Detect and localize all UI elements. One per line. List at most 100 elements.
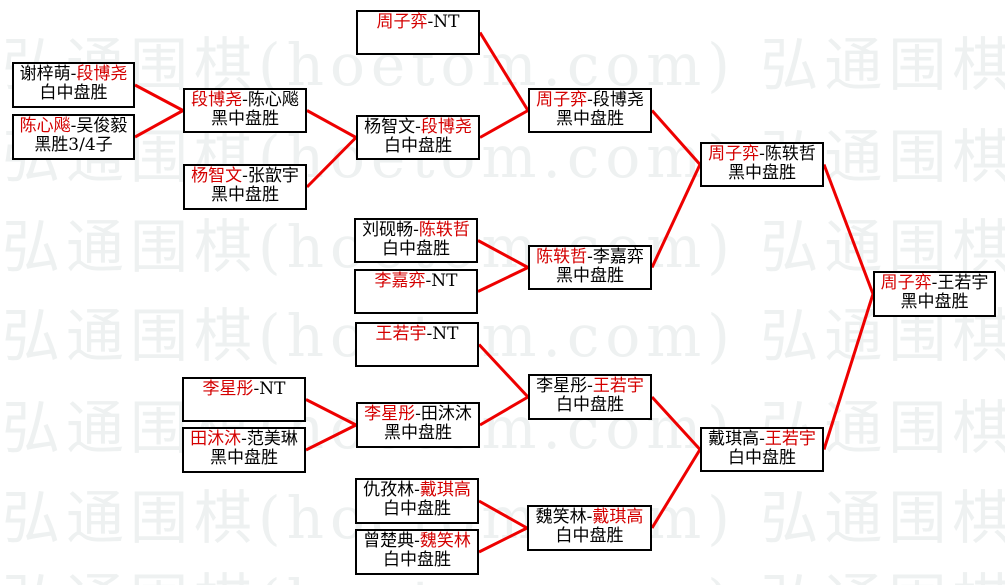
player-name: 陈心飚 [19,116,71,136]
player-separator: - [587,376,593,396]
match-box-2: 陈心飚-吴俊毅黑胜3/4子 [12,114,135,160]
match-box-13: 李星彤-NT [182,377,306,422]
player-separator: - [931,273,938,293]
player-name: 周子弈 [536,90,588,110]
match-result: 白中盘胜 [556,395,624,415]
player-name: 李星彤 [202,379,254,399]
bracket-connector-line [478,499,528,530]
player-name: 戴琪高 [592,507,644,527]
match-players: 周子弈-NT [358,13,478,32]
match-players: 王若宇-NT [357,325,477,344]
match-box-21: 周子弈-王若宇黑中盘胜 [873,271,996,317]
match-box-16: 李星彤-王若宇白中盘胜 [528,374,652,420]
bracket-connector-line [650,163,702,269]
bracket-connector-line [134,83,184,112]
player-name: 李星彤 [536,376,588,396]
bracket-connector-line [822,163,875,295]
player-name: 周子弈 [376,12,428,32]
bracket-connector-line [650,395,702,451]
match-players: 曾楚典-魏笑林 [357,532,477,551]
player-separator: - [413,220,419,240]
match-result: 黑中盘胜 [211,185,279,205]
match-box-9: 刘砚畅-陈轶哲白中盘胜 [354,218,478,263]
bracket-connector-line [134,109,184,139]
player-separator: - [426,324,433,344]
bracket-connector-line [650,448,702,529]
player-name: 田沐沐 [420,404,472,424]
match-players: 魏笑林-戴琪高 [529,508,650,527]
player-separator: - [759,429,765,449]
player-name: 魏笑林 [419,531,471,551]
player-name: 周子弈 [880,273,932,293]
player-name: 王若宇 [592,376,644,396]
bracket-connector-line [477,239,529,269]
bracket-connector-line [650,109,702,166]
player-separator: - [414,531,420,551]
player-separator: - [242,166,248,186]
match-box-5: 周子弈-NT [356,10,480,55]
player-separator: - [587,90,593,110]
player-name: 王若宇 [375,324,427,344]
player-name: NT [431,271,458,291]
match-players: 段博尧-陈心飚 [185,91,305,110]
match-players: 杨智文-张歆宇 [185,167,305,186]
player-separator: - [587,247,593,267]
bracket-connector-line [478,526,528,554]
bracket-connector-line [306,109,357,139]
match-box-8: 周子弈-陈轶哲黑中盘胜 [700,142,824,187]
player-name: 王若宇 [937,273,989,293]
player-name: 李嘉弈 [592,247,644,267]
match-box-7: 周子弈-段博尧黑中盘胜 [528,88,652,133]
player-name: 刘砚畅 [362,220,414,240]
player-name: 魏笑林 [535,507,587,527]
player-name: 戴琪高 [708,429,760,449]
match-result: 白中盘胜 [384,136,452,156]
player-separator: - [253,379,260,399]
player-separator: - [427,12,434,32]
match-players: 李星彤-王若宇 [530,377,650,396]
player-name: 杨智文 [191,166,243,186]
player-separator: - [415,404,421,424]
match-players: 周子弈-陈轶哲 [702,145,822,164]
player-name: NT [259,379,286,399]
player-separator: - [241,429,247,449]
player-separator: - [70,116,77,136]
player-name: 段博尧 [76,64,128,84]
match-box-15: 李星彤-田沐沐黑中盘胜 [356,402,480,448]
match-result: 黑胜3/4子 [34,135,113,155]
player-name: 段博尧 [191,90,243,110]
match-box-10: 李嘉弈-NT [354,269,478,314]
player-name: 田沐沐 [190,429,242,449]
match-box-14: 田沐沐-范美琳黑中盘胜 [182,427,306,473]
match-result: 白中盘胜 [555,526,624,546]
bracket-connector-line [477,266,529,293]
match-box-11: 陈轶哲-李嘉弈黑中盘胜 [528,245,652,290]
player-name: 吴俊毅 [76,116,128,136]
match-players: 李嘉弈-NT [356,272,476,291]
bracket-connector-line [822,293,875,450]
match-players: 谢梓萌-段博尧 [14,65,133,84]
player-name: 李嘉弈 [374,271,426,291]
match-result: 白中盘胜 [383,499,451,519]
match-box-17: 戴琪高-王若宇白中盘胜 [700,427,824,472]
match-players: 周子弈-王若宇 [875,274,994,293]
bracket-connector-line [305,423,357,452]
player-separator: - [759,144,765,164]
match-players: 杨智文-段博尧 [358,118,478,137]
bracket-connector-line [477,343,530,399]
match-result: 黑中盘胜 [556,109,624,129]
match-players: 陈心飚-吴俊毅 [14,117,133,136]
player-separator: - [414,480,420,500]
match-players: 仇孜林-戴琪高 [357,481,477,500]
player-name: 张歆宇 [247,166,299,186]
player-name: 周子弈 [708,144,760,164]
match-box-3: 段博尧-陈心飚黑中盘胜 [183,88,307,133]
match-result: 黑中盘胜 [900,292,969,312]
match-box-20: 魏笑林-戴琪高白中盘胜 [527,505,652,551]
match-players: 李星彤-田沐沐 [358,405,478,424]
match-box-1: 谢梓萌-段博尧白中盘胜 [12,62,135,108]
player-name: 陈轶哲 [418,220,470,240]
match-players: 田沐沐-范美琳 [184,430,304,449]
